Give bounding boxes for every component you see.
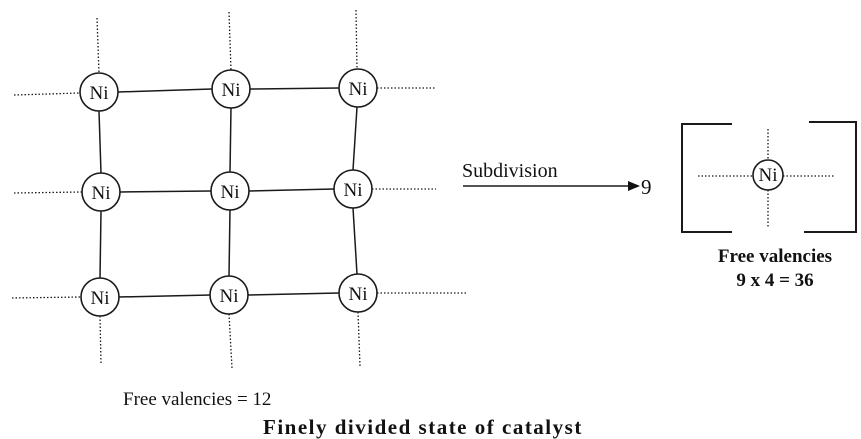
bond-c3-r2-r3 <box>352 207 358 275</box>
ni-atom-r3-c3: Ni <box>338 273 378 313</box>
right-caption-line1: Free valencies <box>718 246 832 267</box>
bond-r3-c1-c2 <box>118 294 212 298</box>
left-bracket <box>681 123 732 233</box>
free-valency-top-1 <box>96 17 100 74</box>
ni-lattice-nodes: Ni Ni Ni Ni Ni Ni Ni Ni <box>79 68 378 317</box>
free-valency-top-2 <box>228 11 232 71</box>
ni-atom-r3-c2: Ni <box>209 275 249 315</box>
arrow-head-icon <box>628 181 640 191</box>
bond-c1-r1-r2 <box>98 110 102 174</box>
svg-text:Ni: Ni <box>221 182 240 203</box>
free-valency-left-3 <box>11 296 82 299</box>
svg-text:Ni: Ni <box>92 183 111 204</box>
bond-r2-c1-c2 <box>119 190 212 193</box>
free-valency-bottom-3 <box>357 311 361 367</box>
ni-atom-r2-c3: Ni <box>333 169 373 209</box>
free-valency-lines <box>11 9 468 369</box>
diagram-title: Finely divided state of catalyst <box>263 415 583 439</box>
svg-text:Ni: Ni <box>222 80 241 101</box>
multiplier-label: 9 <box>641 175 652 199</box>
left-caption: Free valencies = 12 <box>123 389 271 410</box>
bond-r1-c2-c3 <box>249 87 340 90</box>
lattice-bonds <box>98 87 358 298</box>
bond-r3-c2-c3 <box>247 292 340 296</box>
ni-atom-r3-c1: Ni <box>80 277 120 317</box>
svg-text:Ni: Ni <box>91 288 110 309</box>
ni-atom-r1-c1: Ni <box>79 72 119 112</box>
bond-c3-r1-r2 <box>352 106 358 171</box>
svg-text:Ni: Ni <box>344 180 363 201</box>
right-bracket <box>804 121 857 233</box>
svg-text:Ni: Ni <box>90 83 109 104</box>
svg-text:Ni: Ni <box>220 286 239 307</box>
svg-text:Ni: Ni <box>349 284 368 305</box>
svg-text:Ni: Ni <box>759 165 778 186</box>
subdivision-arrow: Subdivision 9 <box>462 160 652 199</box>
subdivision-label: Subdivision <box>462 160 558 182</box>
bond-c2-r1-r2 <box>229 107 232 173</box>
ni-atom-isolated: Ni <box>752 159 784 191</box>
free-valency-top-3 <box>355 9 358 70</box>
ni-atom-r2-c1: Ni <box>81 172 121 212</box>
bond-r2-c2-c3 <box>248 188 335 192</box>
isolated-ni-group: Ni <box>681 121 857 233</box>
free-valency-bottom-1 <box>99 315 102 364</box>
bond-c1-r2-r3 <box>99 210 102 279</box>
ni-atom-r1-c2: Ni <box>211 69 251 109</box>
bond-c2-r2-r3 <box>228 209 231 277</box>
right-caption-line2: 9 x 4 = 36 <box>736 270 813 291</box>
bond-r1-c1-c2 <box>117 88 213 93</box>
free-valency-left-2 <box>13 191 83 194</box>
ni-atom-r1-c3: Ni <box>338 68 378 108</box>
free-valency-left-1 <box>13 92 81 96</box>
ni-atom-r2-c2: Ni <box>210 171 250 211</box>
free-valency-bottom-2 <box>228 313 233 369</box>
svg-text:Ni: Ni <box>349 79 368 100</box>
